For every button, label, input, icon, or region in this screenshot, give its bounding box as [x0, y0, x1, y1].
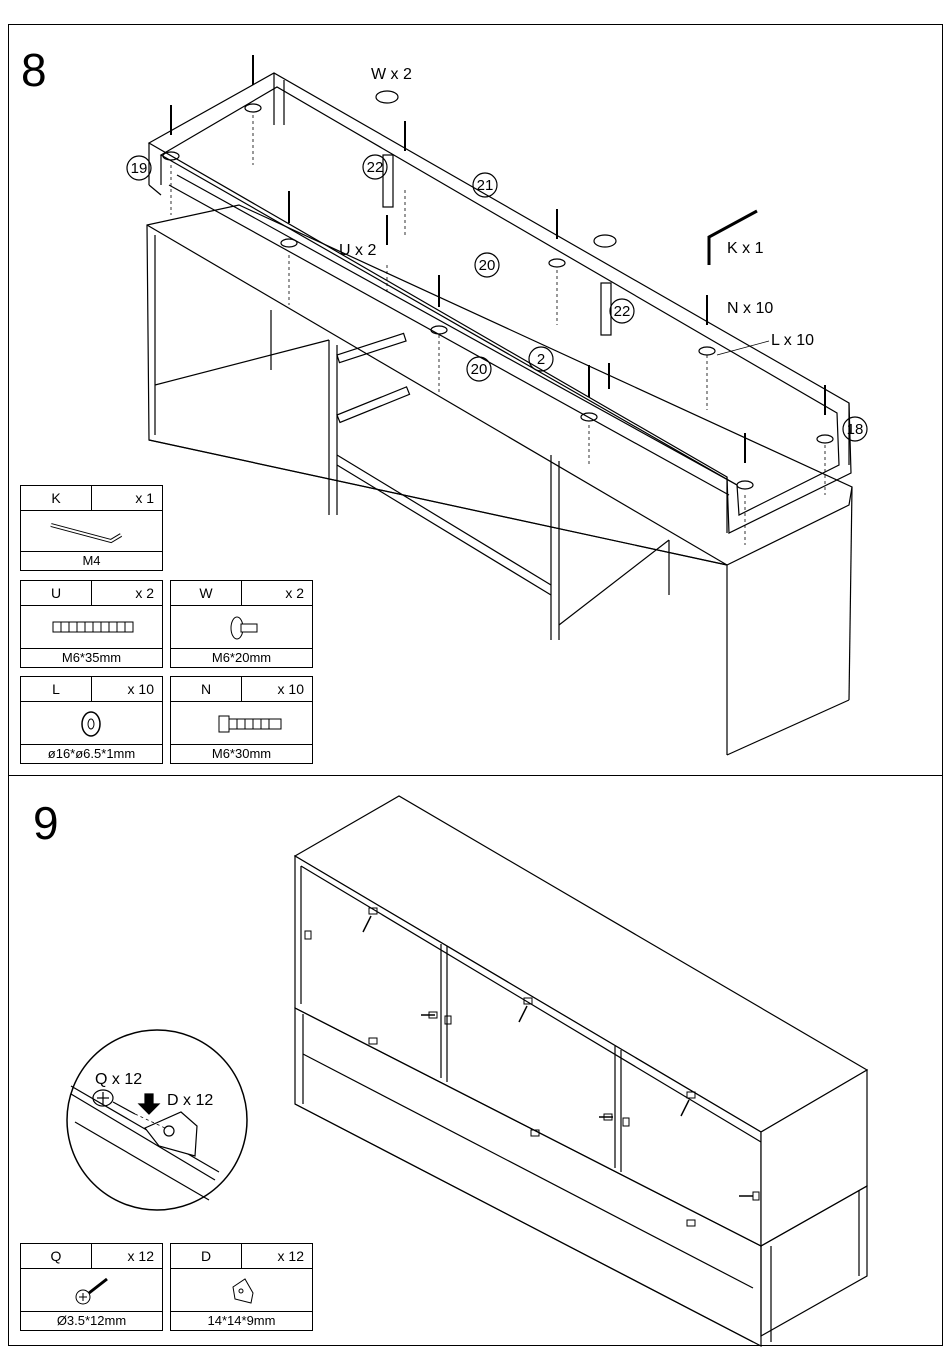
part-spec: M4 — [21, 551, 162, 570]
angle-bracket-icon — [171, 1269, 312, 1313]
part-qty: x 10 — [278, 677, 304, 701]
callout-q: Q x 12 — [95, 1071, 142, 1088]
part-number-21: 21 — [477, 177, 494, 194]
wood-screw-icon — [21, 1269, 162, 1313]
part-spec: 14*14*9mm — [171, 1311, 312, 1330]
part-number-19: 19 — [131, 160, 148, 177]
part-number-22: 22 — [367, 159, 384, 176]
part-code: Q — [21, 1244, 92, 1268]
part-number-20: 20 — [479, 257, 496, 274]
part-qty: x 2 — [135, 581, 154, 605]
callout-k: K x 1 — [727, 240, 764, 257]
part-qty: x 2 — [285, 581, 304, 605]
part-spec: ø16*ø6.5*1mm — [21, 744, 162, 763]
bolt-icon — [171, 702, 312, 746]
callout-n: N x 10 — [727, 300, 773, 317]
part-qty: x 12 — [128, 1244, 154, 1268]
part-qty: x 1 — [135, 486, 154, 510]
part-code: D — [171, 1244, 242, 1268]
part-code: N — [171, 677, 242, 701]
part-code: K — [21, 486, 92, 510]
part-code: L — [21, 677, 92, 701]
part-qty: x 12 — [278, 1244, 304, 1268]
part-spec: M6*35mm — [21, 648, 162, 667]
part-spec: M6*20mm — [171, 648, 312, 667]
part-spec: Ø3.5*12mm — [21, 1311, 162, 1330]
step-9-panel: 9 — [8, 775, 943, 1346]
part-number-20-lower: 20 — [471, 361, 488, 378]
furniture-foot-icon — [171, 606, 312, 650]
part-spec: M6*30mm — [171, 744, 312, 763]
part-number-2: 2 — [537, 351, 545, 368]
callout-d: D x 12 — [167, 1092, 213, 1109]
part-code: W — [171, 581, 242, 605]
part-qty: x 10 — [128, 677, 154, 701]
part-number-18: 18 — [847, 421, 864, 438]
callout-l: L x 10 — [771, 332, 814, 349]
allen-key-icon — [21, 511, 162, 553]
threaded-rod-icon — [21, 606, 162, 650]
part-number-22-right: 22 — [614, 303, 631, 320]
callout-w: W x 2 — [371, 66, 412, 83]
step-8-panel: 8 — [8, 24, 943, 776]
callout-u: U x 2 — [339, 242, 376, 259]
washer-icon — [21, 702, 162, 746]
part-code: U — [21, 581, 92, 605]
